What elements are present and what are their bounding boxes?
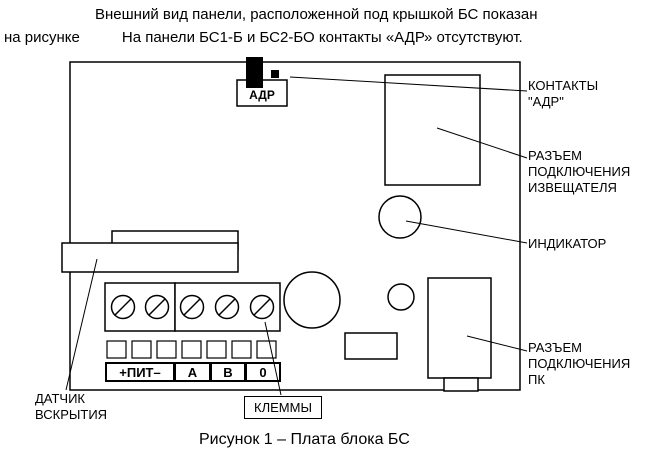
callout-tamper-line1: ДАТЧИК: [35, 391, 85, 406]
callout-indicator: ИНДИКАТОР: [528, 236, 606, 252]
figure-caption: Рисунок 1 – Плата блока БС: [199, 431, 410, 448]
callout-detector-line3: ИЗВЕЩАТЕЛЯ: [528, 180, 617, 195]
callout-contacts-adr-line2: "АДР": [528, 94, 564, 109]
callout-indicator-line1: ИНДИКАТОР: [528, 236, 607, 251]
screw-terminals: [110, 294, 275, 320]
wire-slot: [181, 340, 202, 359]
screw-slot: [218, 298, 236, 316]
wire-slot: [131, 340, 152, 359]
leader-line-detector-connector: [436, 127, 528, 159]
screw-slot: [148, 298, 166, 316]
wire-slot: [106, 340, 127, 359]
wire-slots: [106, 340, 277, 359]
wire-slot: [256, 340, 277, 359]
terminal-label-pit: +ПИТ–: [105, 362, 175, 382]
callout-pc-line3: ПК: [528, 372, 545, 387]
adr-label: АДР: [249, 88, 275, 102]
wire-slot: [206, 340, 227, 359]
callout-pc-connector: РАЗЪЕМ ПОДКЛЮЧЕНИЯ ПК: [528, 340, 630, 388]
terminal-label-b: В: [210, 362, 246, 382]
leader-line-tamper-sensor: [65, 258, 98, 391]
callout-detector-line2: ПОДКЛЮЧЕНИЯ: [528, 164, 631, 179]
callout-terminals-box: КЛЕММЫ: [244, 396, 322, 419]
pc-connector: [427, 277, 492, 379]
tamper-sensor-lower: [61, 242, 239, 273]
adr-jumper: [246, 57, 263, 88]
board-outline: [69, 61, 521, 391]
callout-pc-line1: РАЗЪЕМ: [528, 340, 582, 355]
leader-line-terminals: [264, 321, 282, 396]
component-circle-small: [387, 283, 415, 311]
callout-pc-line2: ПОДКЛЮЧЕНИЯ: [528, 356, 631, 371]
screw-slot: [114, 298, 132, 316]
wire-slot: [231, 340, 252, 359]
screw-slot: [253, 298, 271, 316]
wire-slot: [156, 340, 177, 359]
leader-line-contacts-adr: [289, 76, 528, 92]
detector-connector: [384, 74, 481, 186]
component-circle-large: [283, 271, 341, 329]
callout-tamper-sensor: ДАТЧИК ВСКРЫТИЯ: [35, 391, 107, 423]
terminal-label-a: А: [174, 362, 211, 382]
callout-contacts-adr: КОНТАКТЫ "АДР": [528, 78, 598, 110]
header-line2-rest: На панели БС1-Б и БС2-БО контакты «АДР» …: [121, 29, 523, 46]
indicator-led: [378, 195, 422, 239]
header-line2-start: на рисунке: [4, 29, 80, 46]
screw-slot: [183, 298, 201, 316]
callout-terminals-label: КЛЕММЫ: [254, 400, 312, 415]
header-line2: на рисунке На панели БС1-Б и БС2-БО конта…: [4, 29, 523, 46]
terminal-label-0: 0: [245, 362, 281, 382]
leader-line-indicator: [405, 220, 528, 244]
callout-contacts-adr-line1: КОНТАКТЫ: [528, 78, 599, 93]
adr-contact-dot: [271, 70, 279, 78]
component-rect: [344, 332, 398, 360]
leader-line-pc-connector: [466, 335, 528, 352]
pc-connector-tab: [443, 377, 479, 392]
callout-tamper-line2: ВСКРЫТИЯ: [35, 407, 108, 422]
header-line1: Внешний вид панели, расположенной под кр…: [95, 6, 538, 23]
callout-detector-line1: РАЗЪЕМ: [528, 148, 582, 163]
callout-detector-connector: РАЗЪЕМ ПОДКЛЮЧЕНИЯ ИЗВЕЩАТЕЛЯ: [528, 148, 630, 196]
